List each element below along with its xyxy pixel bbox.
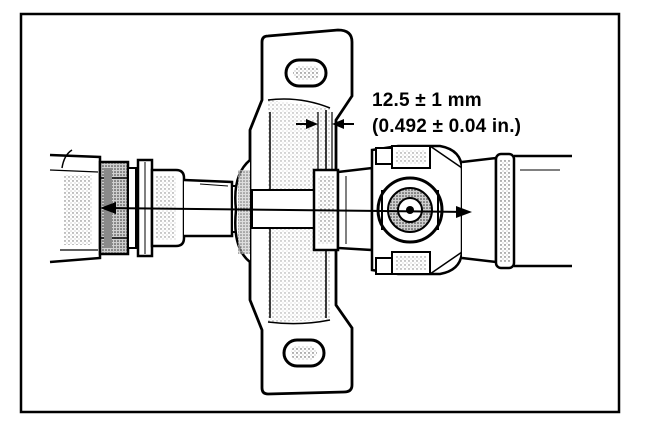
dimension-metric-label: 12.5 ± 1 mm — [372, 90, 482, 111]
figure-frame — [19, 12, 621, 414]
dimension-arrows — [296, 112, 354, 170]
universal-joint-yoke — [336, 144, 464, 276]
dimension-imperial-label: (0.492 ± 0.04 in.) — [372, 116, 522, 137]
center-shaft — [251, 168, 343, 252]
left-shaft-tube — [49, 149, 102, 264]
right-shaft-tube — [461, 152, 572, 270]
measurement-axis-arrow — [100, 202, 472, 218]
